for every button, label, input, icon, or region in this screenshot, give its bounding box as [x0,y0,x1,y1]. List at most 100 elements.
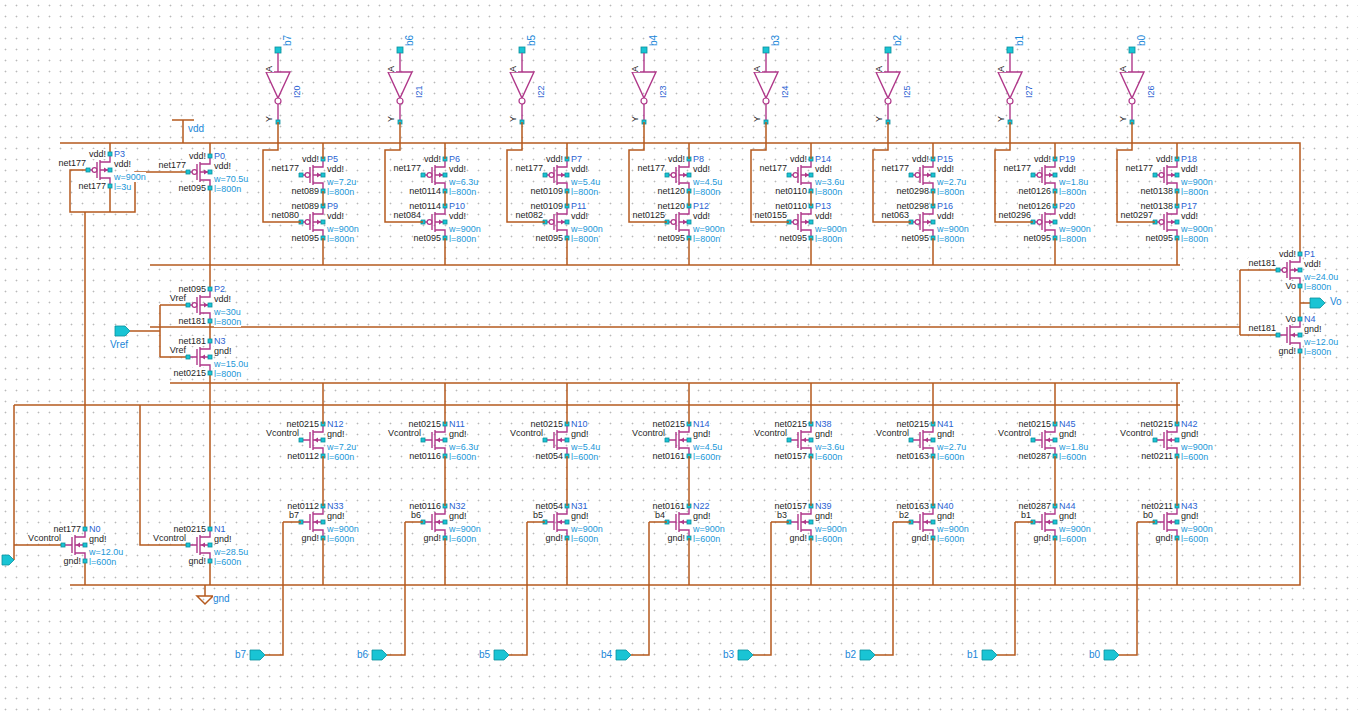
net-label: net0110 [775,186,807,196]
parameter-label: l=800n [1181,234,1208,244]
parameter-label: w=2.7u [937,177,966,187]
instance-name: P15 [937,154,953,164]
net-label: gnd! [571,511,589,521]
instance-name: P11 [571,201,586,211]
instance-name: N10 [571,419,588,429]
net-label: net0163 [896,451,929,461]
net-label: gnd! [214,534,232,544]
parameter-label: l=600n [937,534,964,544]
instance-name: P10 [449,201,465,211]
net-label: vdd! [1059,164,1076,174]
net-label: gnd! [937,511,955,521]
instance-name: N11 [449,419,465,429]
net-label: A [996,66,1006,72]
parameter-label: w=900n [937,224,969,234]
net-label: gnd! [815,511,833,521]
parameter-label: w=4.5u [693,177,722,187]
instance-name: N3 [214,336,226,346]
parameter-label: l=800n [327,187,354,197]
parameter-label: w=900n [815,524,847,534]
parameter-label: l=600n [815,452,842,462]
parameter-label: w=900n [1181,442,1213,452]
net-label: A [874,66,884,72]
parameter-label: l=800n [937,187,964,197]
net-label: net0211 [1141,451,1173,461]
net-label: net0116 [409,451,441,461]
net-label: b0 [1143,510,1153,520]
instance-name: N22 [693,501,710,511]
instance-name: N4 [1304,314,1316,324]
parameter-label: l=600n [571,452,598,462]
parameter-label: w=900n [571,224,603,234]
net-label: net0126 [1018,186,1051,196]
net-label: net0125 [632,210,665,220]
parameter-label: l=800n [449,187,476,197]
parameter-label: l=800n [1059,234,1086,244]
net-label: gnd! [667,533,685,543]
net-label: Y [386,116,396,122]
parameter-label: w=1.8u [1059,442,1088,452]
net-label: net095 [779,233,807,243]
pmos-cell [385,47,447,265]
net-label: vdd! [1279,249,1296,259]
parameter-label: l=800n [214,369,241,379]
instance-name: P9 [327,201,338,211]
parameter-label: l=800n [571,187,598,197]
net-label: gnd! [327,429,345,439]
net-label: net0287 [1018,451,1051,461]
nmos-cell [250,383,325,660]
net-label: Vcontrol [28,533,61,543]
instance-name: N33 [327,501,344,511]
net-label: vdd! [1181,164,1198,174]
nmos-cell [982,383,1057,660]
pin-label: b3 [723,650,734,660]
net-label: vdd! [1059,211,1076,221]
parameter-label: w=6.3u [449,177,478,187]
instance-name: P13 [815,201,831,211]
pin-label: vdd [188,124,204,134]
instance-name: N40 [937,501,954,511]
parameter-label: l=600n [1181,452,1208,462]
net-label: net054 [535,451,563,461]
parameter-label: l=3u [114,182,131,192]
net-label: net181 [1248,258,1276,268]
net-label: A [508,66,518,72]
parameter-label: w=900n [815,224,847,234]
parameter-label: l=600n [1181,534,1208,544]
parameter-label: l=600n [815,534,842,544]
net-label: b1 [1021,510,1031,520]
parameter-label: w=900n [1181,177,1213,187]
net-label: Vref [170,345,186,355]
instance-name: N45 [1059,419,1076,429]
instance-name: I26 [1146,85,1156,98]
parameter-label: w=900n [1181,524,1213,534]
parameter-label: l=600n [449,534,476,544]
instance-name: P6 [449,154,460,164]
parameter-label: w=2.7u [937,442,966,452]
pin-label: b1 [967,650,978,660]
net-label: net095 [1145,233,1173,243]
pmos-cell [629,47,691,265]
net-label: net0138 [1140,186,1173,196]
parameter-label: w=900n [693,524,725,534]
net-label: net0296 [998,210,1031,220]
net-label: A [752,66,762,72]
net-label: gnd! [89,534,107,544]
net-label: gnd! [911,533,929,543]
instance-name: N1 [214,524,226,534]
net-label: net177 [1125,163,1153,173]
parameter-label: w=7.2u [327,442,356,452]
net-label: gnd! [1181,429,1199,439]
parameter-label: l=800n [1059,187,1086,197]
net-label: net177 [515,163,543,173]
pin-label: b2 [845,650,856,660]
instance-name: I23 [658,85,668,98]
net-label: vdd! [571,164,588,174]
net-label: Vcontrol [754,428,787,438]
pin-label: b1 [1015,35,1025,46]
parameter-label: l=800n [815,187,842,197]
instance-name: I22 [536,85,546,98]
parameter-label: w=30u [214,307,241,317]
net-label: net120 [657,186,685,196]
